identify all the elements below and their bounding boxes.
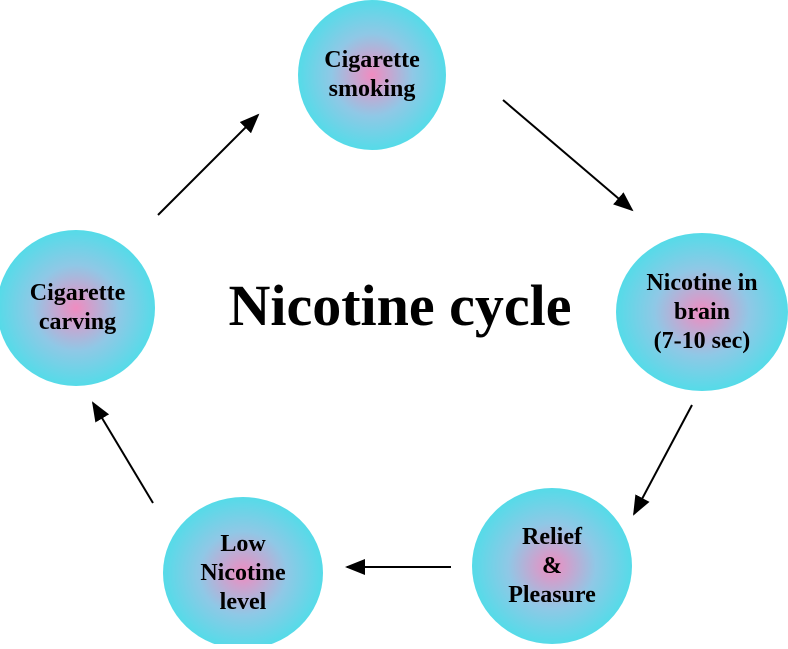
node-label: Cigarette carving	[29, 280, 126, 335]
node-label: Relief & Pleasure	[508, 523, 596, 608]
node-cigarette-smoking-shape	[298, 0, 446, 150]
node-low-nicotine-level: Low Nicotine level	[163, 497, 323, 649]
arrow-low-to-carving	[91, 401, 154, 504]
node-label: Cigarette smoking	[324, 47, 420, 102]
node-label: Low Nicotine level	[200, 530, 286, 615]
node-low-nicotine-shape	[163, 497, 323, 644]
node-cigarette-carving: Cigarette carving	[0, 230, 155, 386]
diagram-title: Nicotine cycle	[228, 273, 572, 338]
arrow-carving-to-smoking	[157, 113, 260, 216]
node-nicotine-in-brain: Nicotine in brain (7-10 sec)	[616, 233, 788, 391]
node-relief-pleasure: Relief & Pleasure	[472, 488, 632, 644]
node-nicotine-in-brain-shape	[616, 233, 788, 391]
node-label: Nicotine in brain (7-10 sec)	[646, 269, 758, 354]
arrow-smoking-to-brain	[502, 99, 634, 212]
arrow-brain-to-relief	[633, 404, 693, 516]
node-relief-pleasure-shape	[472, 488, 632, 644]
node-cigarette-carving-shape	[0, 230, 155, 386]
node-cigarette-smoking: Cigarette smoking	[298, 0, 446, 150]
